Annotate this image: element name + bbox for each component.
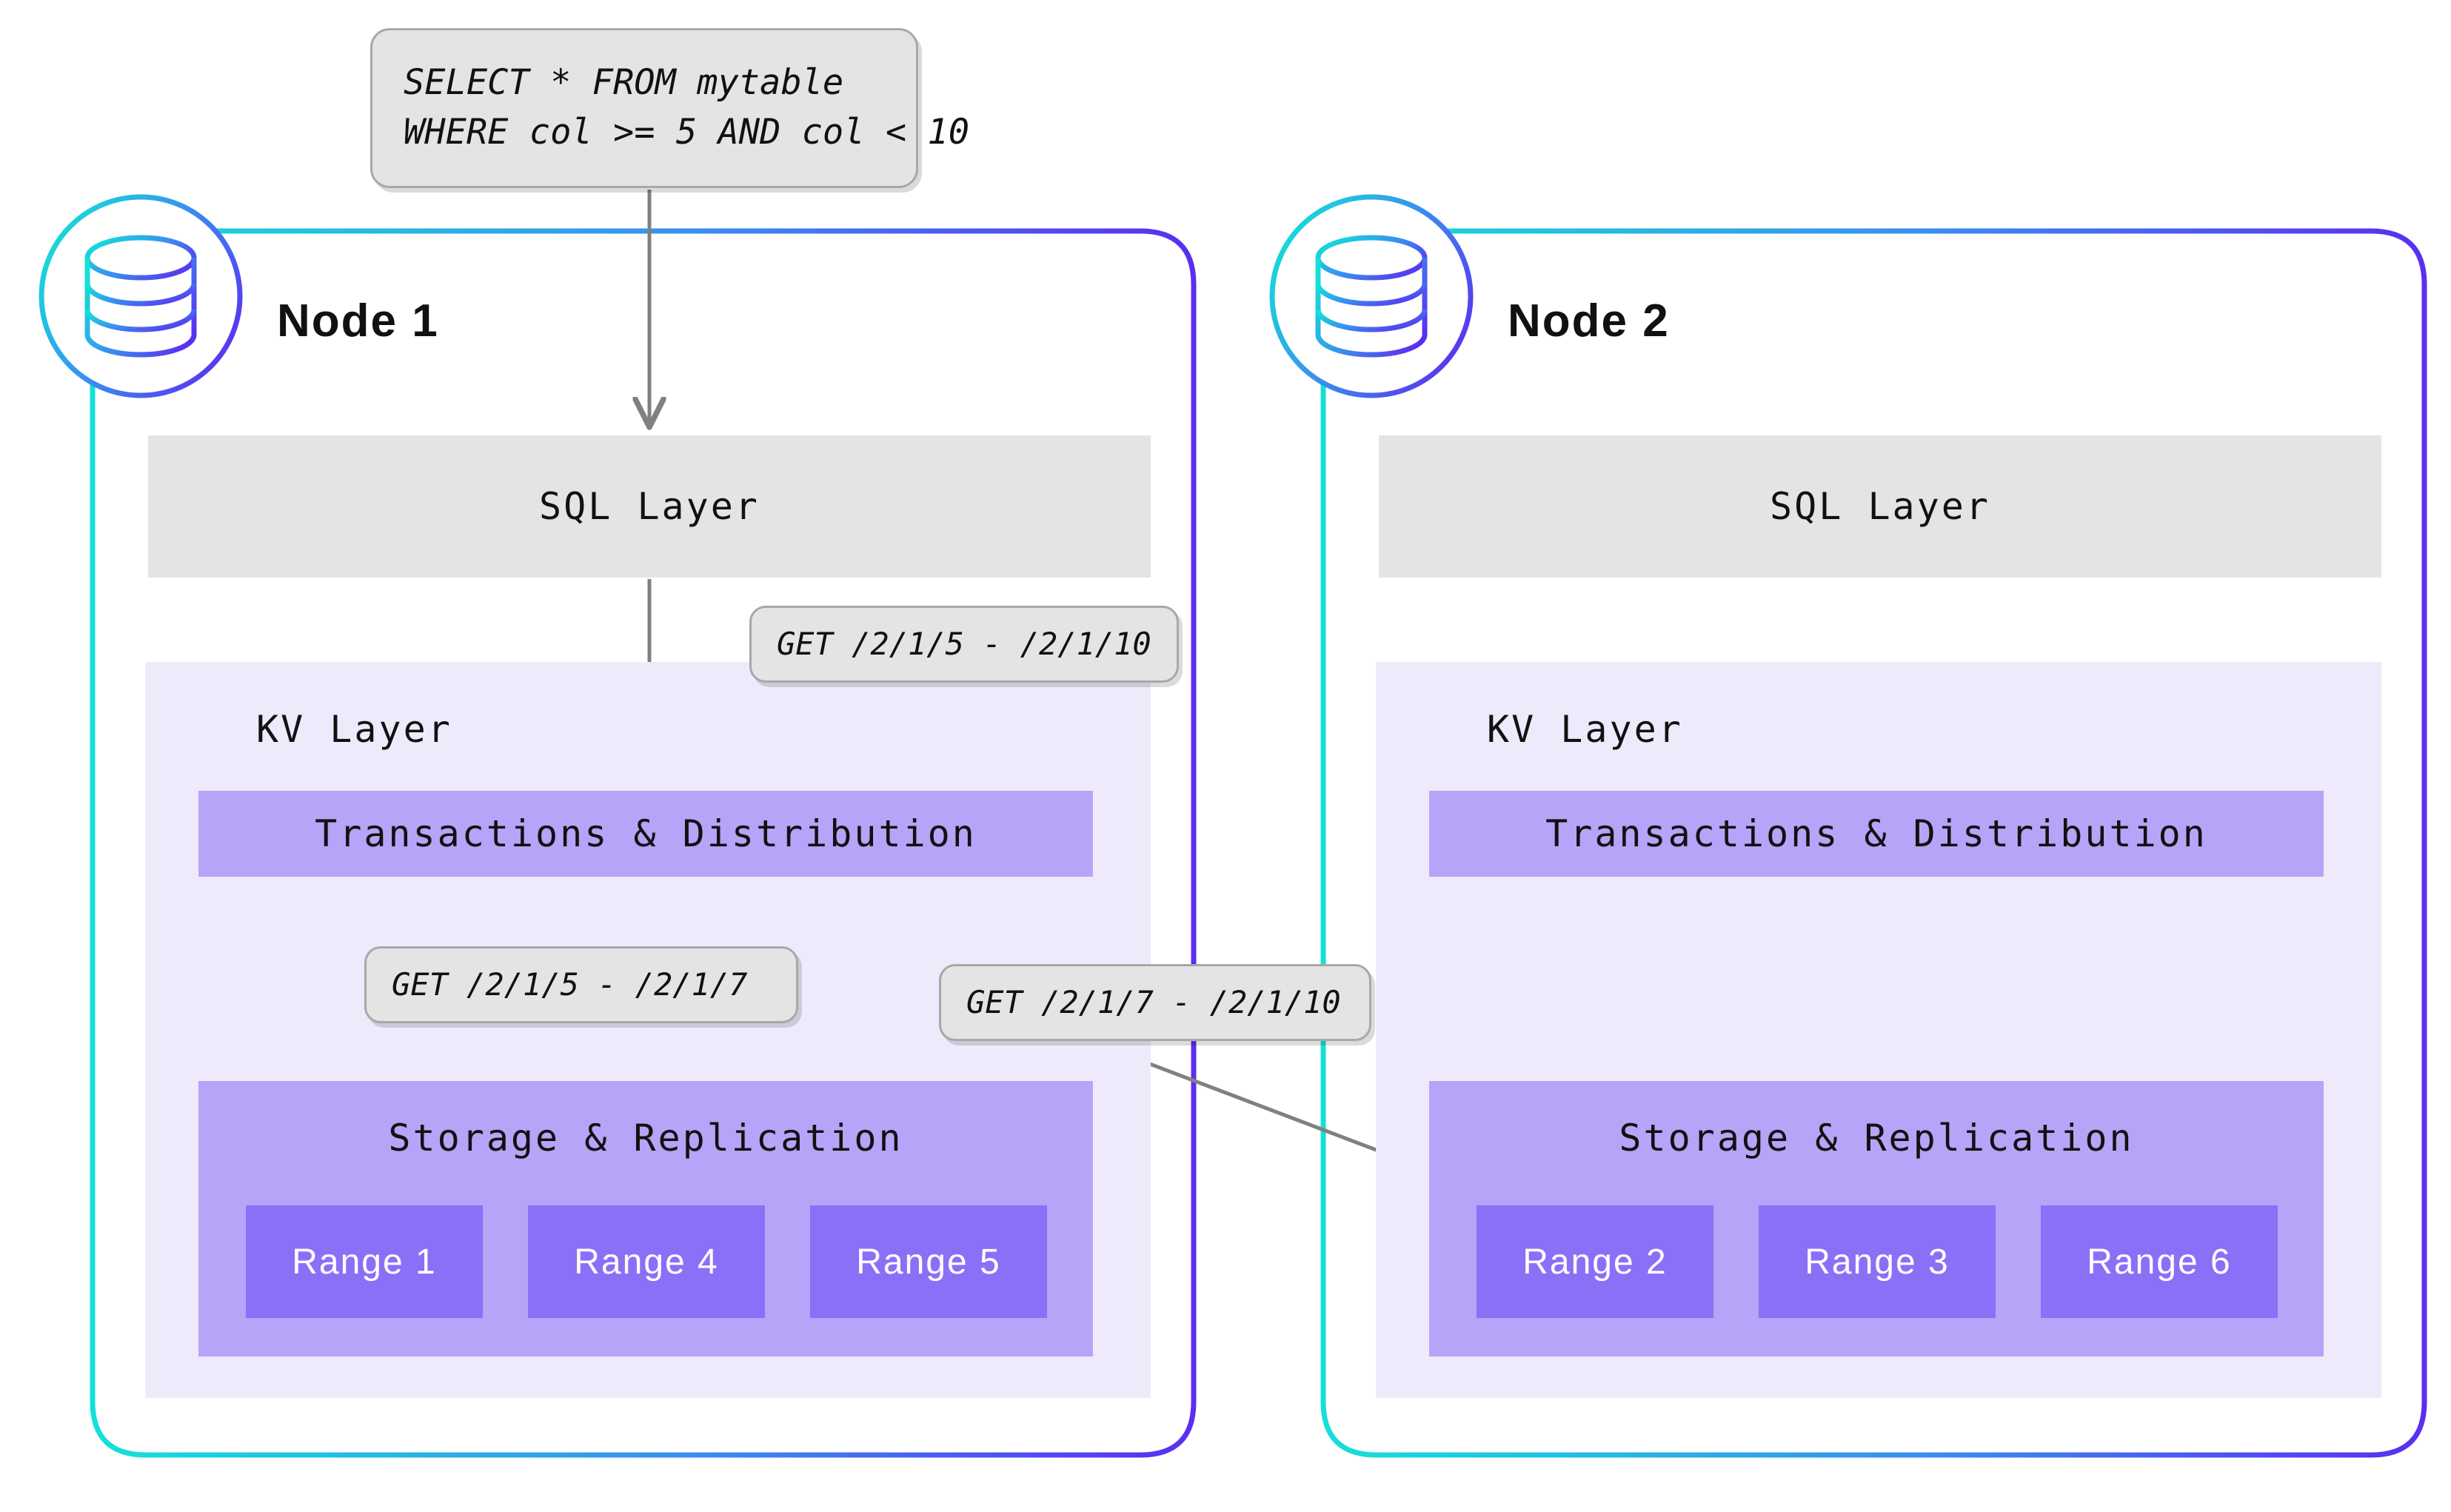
node-1-range-box[interactable]: Range 5 [810, 1205, 1047, 1318]
node-1-storage-block: Storage & Replication Range 1 Range 4 Ra… [198, 1081, 1093, 1357]
node-2-range-box[interactable]: Range 6 [2041, 1205, 2278, 1318]
node-2-label: Node 2 [1508, 295, 1670, 347]
node-2-storage-block: Storage & Replication Range 2 Range 3 Ra… [1429, 1081, 2324, 1357]
node-2-database-icon [1269, 194, 1474, 398]
node-1-range-box[interactable]: Range 1 [246, 1205, 483, 1318]
range5-request-callout: GET /2/1/5 - /2/1/7 [364, 946, 798, 1023]
sql-query-line-1: SELECT * FROM mytable [404, 62, 844, 104]
range5-request-text: GET /2/1/5 - /2/1/7 [392, 966, 748, 1003]
node-2-range-box[interactable]: Range 2 [1477, 1205, 1713, 1318]
kv-request-callout: GET /2/1/5 - /2/1/10 [749, 606, 1179, 683]
node-2-kv-layer-title: KV Layer [1487, 708, 1683, 751]
node-1-transactions-block: Transactions & Distribution [198, 791, 1093, 877]
node-2-range-box[interactable]: Range 3 [1759, 1205, 1996, 1318]
sql-query-line-2: WHERE col >= 5 AND col < 10 [404, 112, 970, 153]
sql-query-callout: SELECT * FROM mytable WHERE col >= 5 AND… [370, 28, 969, 188]
node-2-transactions-block: Transactions & Distribution [1429, 791, 2324, 877]
kv-request-text: GET /2/1/5 - /2/1/10 [777, 626, 1151, 663]
range2-request-text: GET /2/1/7 - /2/1/10 [966, 984, 1341, 1021]
node-2-storage-title: Storage & Replication [1619, 1117, 2134, 1160]
node-2-range-row: Range 2 Range 3 Range 6 [1477, 1205, 2278, 1318]
node-1-label: Node 1 [277, 295, 439, 347]
node-1-kv-layer-title: KV Layer [256, 708, 452, 751]
node-2-kv-layer: KV Layer Transactions & Distribution Sto… [1376, 662, 2381, 1398]
node-1-database-icon [39, 194, 243, 398]
node-1-range-row: Range 1 Range 4 Range 5 [246, 1205, 1047, 1318]
node-1-range-box[interactable]: Range 4 [528, 1205, 765, 1318]
node-1-sql-layer: SQL Layer [148, 435, 1151, 578]
node-1-storage-title: Storage & Replication [388, 1117, 903, 1160]
node-2-sql-layer: SQL Layer [1379, 435, 2381, 578]
range2-request-callout: GET /2/1/7 - /2/1/10 [939, 964, 1371, 1041]
